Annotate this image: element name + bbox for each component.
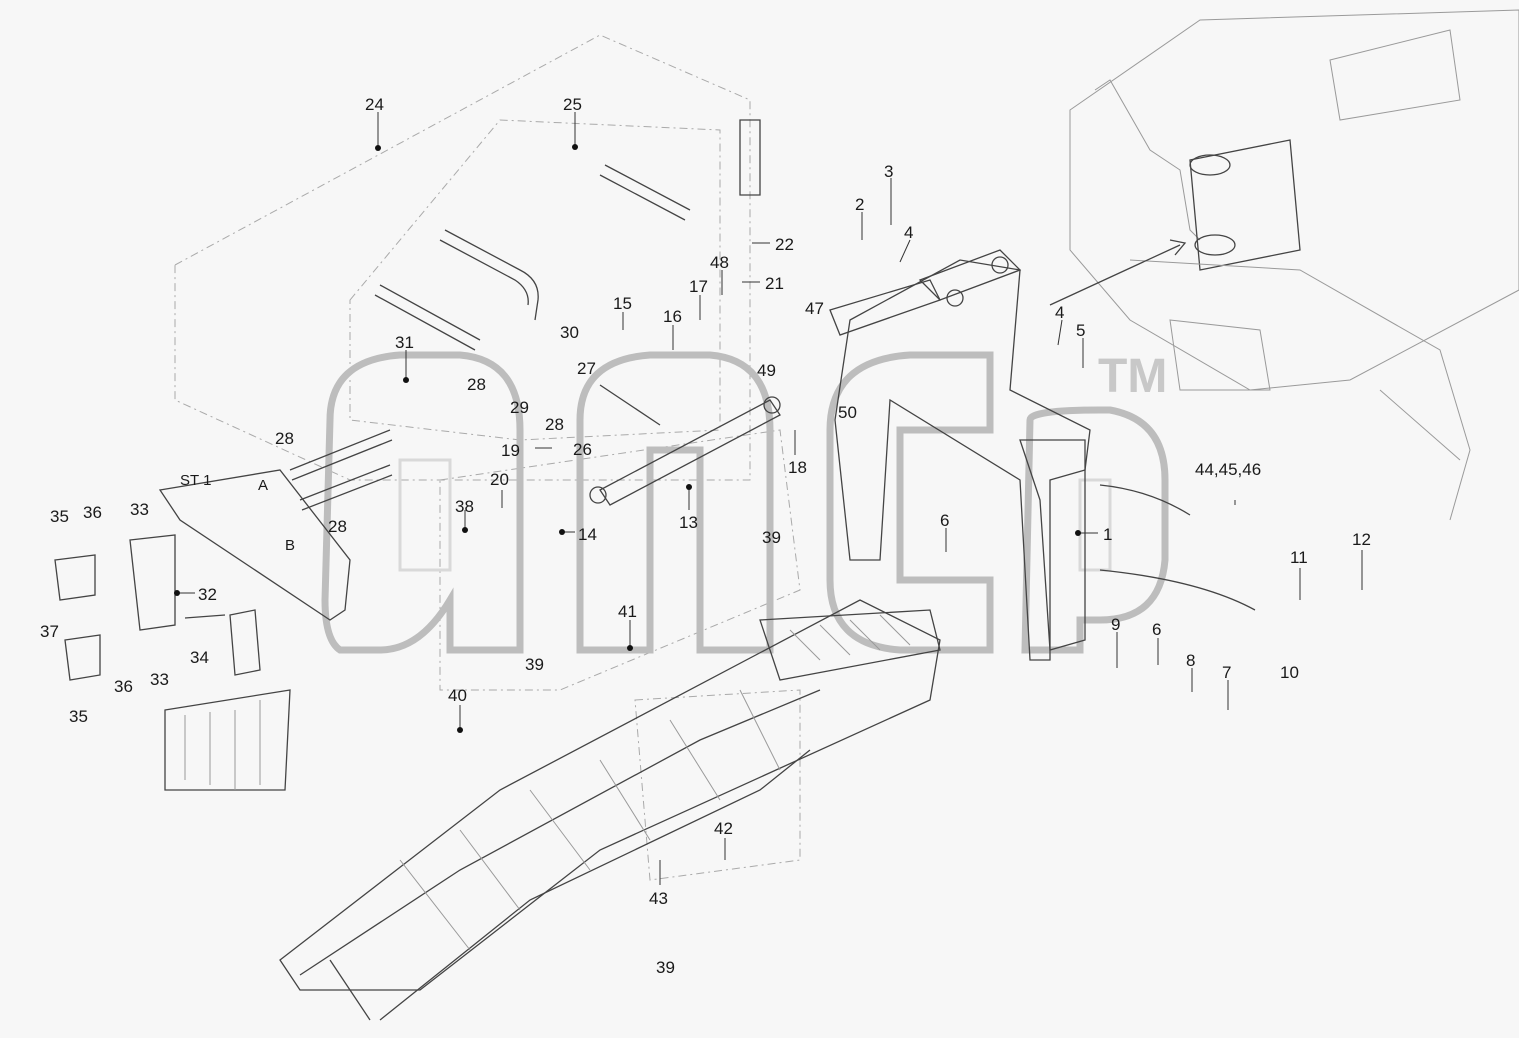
callout-19: 19	[501, 441, 520, 460]
callout-labels: 1 2 3 4 4 5 6 6 7 8 9 10 11 12 13 14 15 …	[40, 95, 1371, 977]
hoses	[289, 119, 761, 511]
callout-32: 32	[198, 585, 217, 604]
callout-33-lower: 33	[150, 670, 169, 689]
callout-39-b: 39	[525, 655, 544, 674]
callout-48: 48	[710, 253, 729, 272]
callout-13: 13	[679, 513, 698, 532]
callout-22: 22	[775, 235, 794, 254]
callout-3: 3	[884, 162, 893, 181]
callout-28-c: 28	[467, 375, 486, 394]
callout-28-a: 28	[275, 429, 294, 448]
callout-39-c: 39	[656, 958, 675, 977]
callout-39-a: 39	[762, 528, 781, 547]
callout-31: 31	[395, 333, 414, 352]
callout-44-45-46: 44,45,46	[1195, 460, 1261, 479]
callout-8: 8	[1186, 651, 1195, 670]
leader-lines	[174, 112, 1363, 885]
callout-7: 7	[1222, 663, 1231, 682]
callout-6-lower: 6	[1152, 620, 1161, 639]
callout-28-d: 28	[545, 415, 564, 434]
callout-4-lower: 4	[1055, 303, 1064, 322]
callout-17: 17	[689, 277, 708, 296]
callout-28-b: 28	[328, 517, 347, 536]
callout-9: 9	[1111, 615, 1120, 634]
callout-6-upper: 6	[940, 511, 949, 530]
callout-49: 49	[757, 361, 776, 380]
watermark-tm: TM	[1098, 350, 1167, 403]
callout-27: 27	[577, 359, 596, 378]
callout-10: 10	[1280, 663, 1299, 682]
boom-frame	[829, 249, 1091, 661]
callout-5: 5	[1076, 321, 1085, 340]
station-label: ST 1	[180, 472, 211, 489]
callout-18: 18	[788, 458, 807, 477]
callout-35-lower: 35	[69, 707, 88, 726]
callout-34: 34	[190, 648, 209, 667]
callout-12: 12	[1352, 530, 1371, 549]
port-b-label: B	[285, 537, 295, 554]
callout-30: 30	[560, 323, 579, 342]
callout-4-upper: 4	[904, 223, 913, 242]
callout-50: 50	[838, 403, 857, 422]
lattice-arm	[279, 599, 941, 1021]
port-a-label: A	[258, 477, 268, 494]
callout-40: 40	[448, 686, 467, 705]
callout-33-upper: 33	[130, 500, 149, 519]
callout-42: 42	[714, 819, 733, 838]
callout-36-upper: 36	[83, 503, 102, 522]
pointer-arrows	[184, 239, 1256, 619]
callout-14: 14	[578, 525, 597, 544]
callout-25: 25	[563, 95, 582, 114]
callout-38: 38	[455, 497, 474, 516]
callout-16: 16	[663, 307, 682, 326]
callout-1: 1	[1103, 525, 1112, 544]
group-outlines	[174, 34, 801, 881]
callout-37: 37	[40, 622, 59, 641]
callout-29: 29	[510, 398, 529, 417]
callout-20: 20	[490, 470, 509, 489]
callout-15: 15	[613, 294, 632, 313]
callout-43: 43	[649, 889, 668, 908]
callout-2: 2	[855, 195, 864, 214]
callout-24: 24	[365, 95, 384, 114]
callout-26: 26	[573, 440, 592, 459]
callout-47: 47	[805, 299, 824, 318]
callout-35-upper: 35	[50, 507, 69, 526]
callout-36-lower: 36	[114, 677, 133, 696]
machine-body	[1069, 9, 1519, 521]
callout-21: 21	[765, 274, 784, 293]
callout-41: 41	[618, 602, 637, 621]
callout-11: 11	[1290, 548, 1308, 567]
manifold-block: ST 1 A B	[54, 469, 351, 791]
watermark-logo: TM	[321, 350, 1169, 654]
hydraulic-cylinder	[589, 396, 781, 506]
